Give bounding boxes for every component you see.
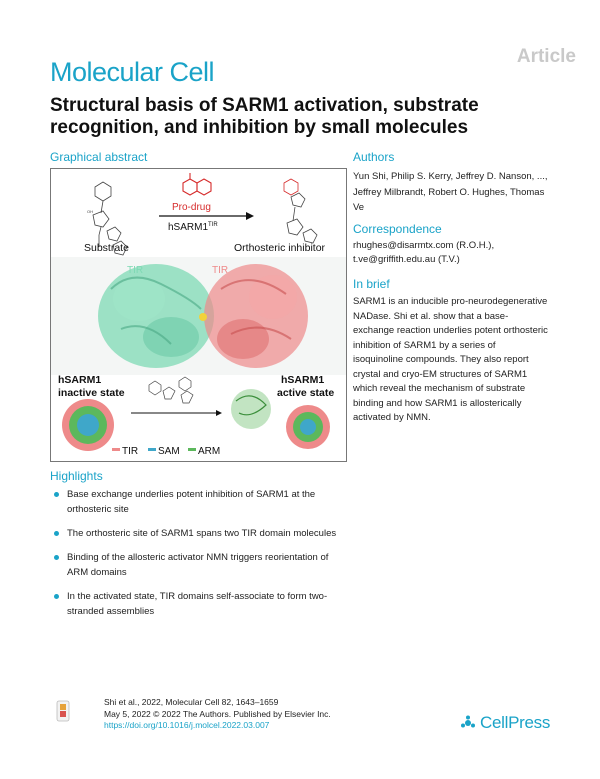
inactive-label-line1: hSARM1	[58, 374, 101, 386]
substrate-molecule-icon: OH	[87, 181, 128, 256]
tir-label-left: TIR	[127, 265, 143, 276]
inhibitor-molecule-icon	[283, 178, 318, 244]
legend-sam-label: SAM	[158, 446, 180, 457]
cellpress-mark-icon	[461, 715, 475, 728]
active-site-ligand-icon	[199, 313, 207, 321]
active-octamer-icon	[286, 405, 330, 449]
cellpress-wordmark: CellPress	[480, 713, 551, 732]
tir-label-right: TIR	[212, 265, 228, 276]
svg-text:OH: OH	[87, 209, 93, 214]
graphical-abstract: OH Pro-drug hSARM1TIR Substrate Orthoste…	[50, 168, 347, 462]
graphical-abstract-heading: Graphical abstract	[50, 150, 148, 164]
copyright-line: May 5, 2022 © 2022 The Authors. Publishe…	[104, 708, 331, 719]
correspondence-email-2[interactable]: t.ve@griffith.edu.au (T.V.)	[353, 254, 460, 265]
legend-tir-label: TIR	[122, 446, 138, 457]
legend-sam-swatch	[148, 448, 156, 451]
substrate-label: Substrate	[84, 242, 129, 254]
bullet-icon	[54, 492, 59, 497]
article-type-label: Article	[516, 46, 576, 67]
legend-arm-swatch	[188, 448, 196, 451]
citation-line: Shi et al., 2022, Molecular Cell 82, 164…	[104, 697, 279, 707]
highlights-list: Base exchange underlies potent inhibitio…	[50, 487, 350, 628]
inhibitor-label: Orthosteric inhibitor	[234, 242, 326, 254]
highlight-item: In the activated state, TIR domains self…	[50, 589, 350, 619]
citation-block: Shi et al., 2022, Molecular Cell 82, 164…	[104, 697, 331, 732]
cellpress-logo[interactable]: CellPress	[460, 713, 550, 733]
enzyme-label: hSARM1TIR	[168, 222, 218, 233]
highlights-heading: Highlights	[50, 469, 103, 483]
highlight-item: Base exchange underlies potent inhibitio…	[50, 487, 350, 517]
prodrug-molecule-icon	[182, 173, 212, 196]
authors-list: Yun Shi, Philip S. Kerry, Jeffrey D. Nan…	[353, 171, 548, 213]
doi-link[interactable]: https://doi.org/10.1016/j.molcel.2022.03…	[104, 720, 270, 730]
tir-domain-pink-structure	[204, 264, 308, 368]
tir-domain-green-structure	[98, 264, 214, 368]
legend-arm-label: ARM	[198, 446, 220, 457]
domain-legend: TIR SAM ARM	[112, 446, 220, 457]
arm-reorientation-icon	[231, 389, 271, 429]
highlight-item: Binding of the allosteric activator NMN …	[50, 550, 350, 580]
inactive-label-line2: inactive state	[58, 387, 125, 399]
check-for-updates-icon[interactable]	[56, 700, 70, 722]
graphical-abstract-figure: OH Pro-drug hSARM1TIR Substrate Orthoste…	[51, 173, 346, 457]
active-label-line2: active state	[277, 387, 334, 399]
authors-heading: Authors	[353, 150, 395, 164]
correspondence-block: rhughes@disarmtx.com (R.O.H.), t.ve@grif…	[353, 239, 553, 267]
active-label-line1: hSARM1	[281, 374, 324, 386]
nmn-molecule-icon	[148, 376, 194, 404]
inactive-octamer-icon	[62, 399, 114, 451]
journal-title: Molecular Cell	[50, 57, 215, 87]
bullet-icon	[54, 555, 59, 560]
correspondence-email-1[interactable]: rhughes@disarmtx.com (R.O.H.),	[353, 240, 495, 251]
correspondence-heading: Correspondence	[353, 222, 442, 236]
bullet-icon	[54, 531, 59, 536]
bullet-icon	[54, 594, 59, 599]
legend-tir-swatch	[112, 448, 120, 451]
prodrug-label: Pro-drug	[172, 202, 211, 213]
in-brief-text: SARM1 is an inducible pro-neurodegenerat…	[353, 296, 548, 423]
in-brief-heading: In brief	[353, 277, 390, 291]
highlight-item: The orthosteric site of SARM1 spans two …	[50, 526, 350, 541]
paper-title: Structural basis of SARM1 activation, su…	[50, 95, 479, 138]
